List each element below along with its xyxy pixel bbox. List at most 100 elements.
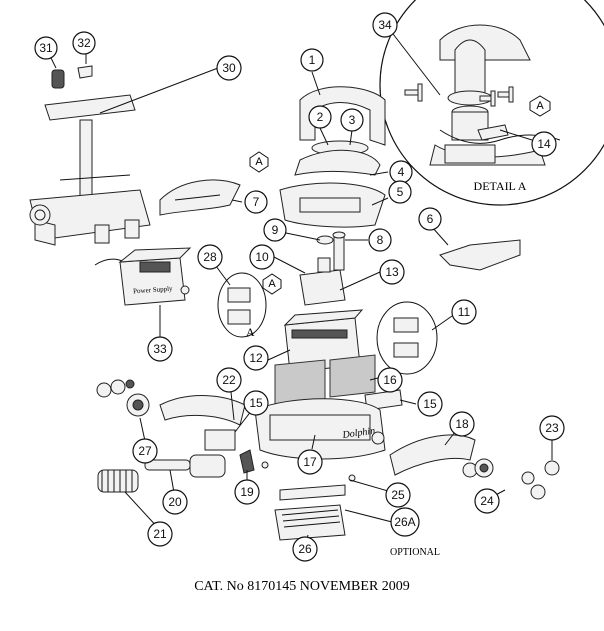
svg-text:9: 9: [272, 223, 279, 237]
callout-9: 9: [263, 218, 287, 242]
callout-7: 7: [244, 190, 268, 214]
svg-text:18: 18: [455, 417, 469, 431]
svg-text:24: 24: [480, 494, 494, 508]
callout-14: 14: [531, 131, 557, 157]
pva-brush-part: [274, 504, 346, 541]
svg-text:12: 12: [249, 351, 263, 365]
callout-16: 16: [377, 367, 403, 393]
svg-text:33: 33: [153, 342, 167, 356]
callout-21: 21: [147, 521, 173, 547]
hex-marker-detail: A: [529, 95, 551, 117]
svg-text:15: 15: [249, 396, 263, 410]
svg-text:14: 14: [537, 137, 551, 151]
svg-text:A: A: [268, 278, 276, 290]
callout-31: 31: [34, 36, 58, 60]
filter-detail-part: [376, 301, 438, 375]
callout-18: 18: [449, 411, 475, 437]
callout-4: 4: [389, 160, 413, 184]
remote-part: [51, 69, 65, 89]
svg-text:34: 34: [378, 18, 392, 32]
svg-text:5: 5: [397, 185, 404, 199]
callout-33: 33: [147, 336, 173, 362]
svg-text:6: 6: [427, 212, 434, 226]
right-track-part: [389, 434, 476, 476]
callout-10: 10: [249, 244, 275, 270]
svg-text:2: 2: [317, 110, 324, 124]
callout-13: 13: [379, 259, 405, 285]
bracket-part: [204, 429, 236, 451]
callout-27: 27: [132, 438, 158, 464]
callout-30: 30: [216, 55, 242, 81]
svg-text:23: 23: [545, 421, 559, 435]
callout-20: 20: [162, 489, 188, 515]
svg-text:20: 20: [168, 495, 182, 509]
callout-34: 34: [372, 12, 398, 38]
svg-text:11: 11: [458, 305, 471, 319]
callout-5: 5: [388, 180, 412, 204]
callout-23: 23: [539, 415, 565, 441]
svg-text:27: 27: [138, 444, 152, 458]
callout-15b: 15: [417, 391, 443, 417]
left-wheel-parts: [96, 379, 150, 417]
main-body-part: Dolphin: [254, 398, 386, 460]
svg-text:7: 7: [253, 195, 260, 209]
svg-text:17: 17: [303, 455, 317, 469]
motor-unit-part: [299, 257, 346, 306]
callout-32: 32: [72, 31, 96, 55]
detail-a-label: DETAIL A: [474, 179, 527, 193]
optional-label: OPTIONAL: [390, 547, 440, 558]
svg-text:15: 15: [423, 397, 437, 411]
callout-11: 11: [451, 299, 477, 325]
svg-text:25: 25: [391, 488, 405, 502]
filter-clips-part: [217, 272, 267, 338]
brush-axle-part: [144, 454, 226, 478]
left-track-part: [159, 395, 246, 426]
callout-6: 6: [418, 207, 442, 231]
svg-text:21: 21: [153, 527, 167, 541]
callout-24: 24: [474, 488, 500, 514]
power-supply-label: Power Supply: [133, 285, 173, 296]
callout-15a: 15: [243, 390, 269, 416]
svg-text:28: 28: [203, 250, 217, 264]
impeller-part: [316, 235, 334, 245]
svg-text:8: 8: [377, 233, 384, 247]
svg-text:1: 1: [309, 53, 316, 67]
svg-text:10: 10: [255, 250, 269, 264]
body-logo: Dolphin: [341, 426, 376, 442]
svg-text:30: 30: [222, 61, 236, 75]
clip-part: [77, 65, 93, 79]
svg-text:31: 31: [39, 41, 53, 55]
callout-22: 22: [216, 367, 242, 393]
callout-25: 25: [385, 482, 411, 508]
motor-shaft-part: [332, 231, 346, 271]
svg-text:3: 3: [349, 113, 356, 127]
mid-letter-a: A: [246, 325, 255, 339]
front-flap-part: [159, 179, 241, 216]
brush-roller-part: [97, 469, 139, 493]
caddy-cart-part: [29, 94, 151, 246]
callout-26: 26: [292, 536, 318, 562]
callout-17: 17: [297, 449, 323, 475]
power-supply-part: Power Supply: [94, 247, 192, 306]
svg-text:32: 32: [77, 36, 91, 50]
svg-text:22: 22: [222, 373, 236, 387]
detail-a-inset: DETAIL A: [379, 0, 604, 206]
callout-12: 12: [243, 345, 269, 371]
svg-text:16: 16: [383, 373, 397, 387]
svg-text:4: 4: [398, 165, 405, 179]
svg-text:19: 19: [240, 485, 254, 499]
side-panel-part: [439, 239, 521, 271]
clip-19-part: [239, 449, 255, 474]
callout-1: 1: [300, 48, 324, 72]
callout-8: 8: [368, 228, 392, 252]
callout-2: 2: [308, 105, 332, 129]
top-housing-part: [279, 182, 386, 228]
callout-19: 19: [234, 479, 260, 505]
catalog-caption: CAT. No 8170145 NOVEMBER 2009: [194, 579, 410, 594]
svg-text:A: A: [536, 100, 544, 112]
callout-3: 3: [340, 108, 364, 132]
svg-text:13: 13: [385, 265, 399, 279]
hex-marker-top: A: [249, 151, 269, 173]
svg-text:26A: 26A: [394, 515, 415, 529]
